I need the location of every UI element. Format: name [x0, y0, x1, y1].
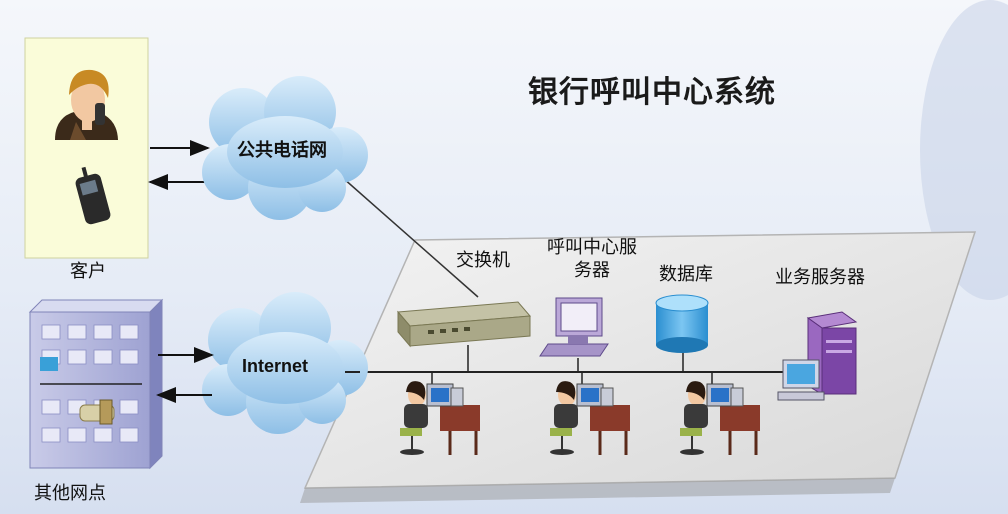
background-glow — [920, 0, 1008, 300]
branch-building-icon — [28, 298, 164, 470]
pstn-switch-link — [342, 177, 479, 298]
business-server-label: 业务服务器 — [775, 267, 865, 288]
customer-label: 客户 — [70, 261, 106, 282]
agent-workstation-1-icon — [400, 381, 480, 455]
business-server-icon — [777, 311, 858, 401]
agent-workstation-3-icon — [680, 381, 760, 455]
diagram-title: 银行呼叫中心系统 — [528, 75, 776, 110]
agent-workstation-2-icon — [550, 381, 630, 455]
mobile-phone-icon — [75, 166, 111, 225]
customer-person-icon — [55, 69, 118, 140]
call-center-server-label: 呼叫中心服务器 — [547, 237, 637, 281]
platform-shadow — [300, 478, 895, 503]
pstn-cloud — [202, 76, 368, 220]
database-label: 数据库 — [659, 264, 713, 285]
pstn-label: 公共电话网 — [237, 140, 327, 161]
database-icon — [655, 294, 709, 353]
internet-label: Internet — [242, 356, 309, 376]
switch-device-icon — [396, 301, 532, 348]
switch-label: 交换机 — [456, 250, 510, 271]
call-center-server-icon — [539, 297, 609, 357]
branch-label: 其他网点 — [34, 483, 106, 504]
internet-cloud — [202, 292, 368, 434]
